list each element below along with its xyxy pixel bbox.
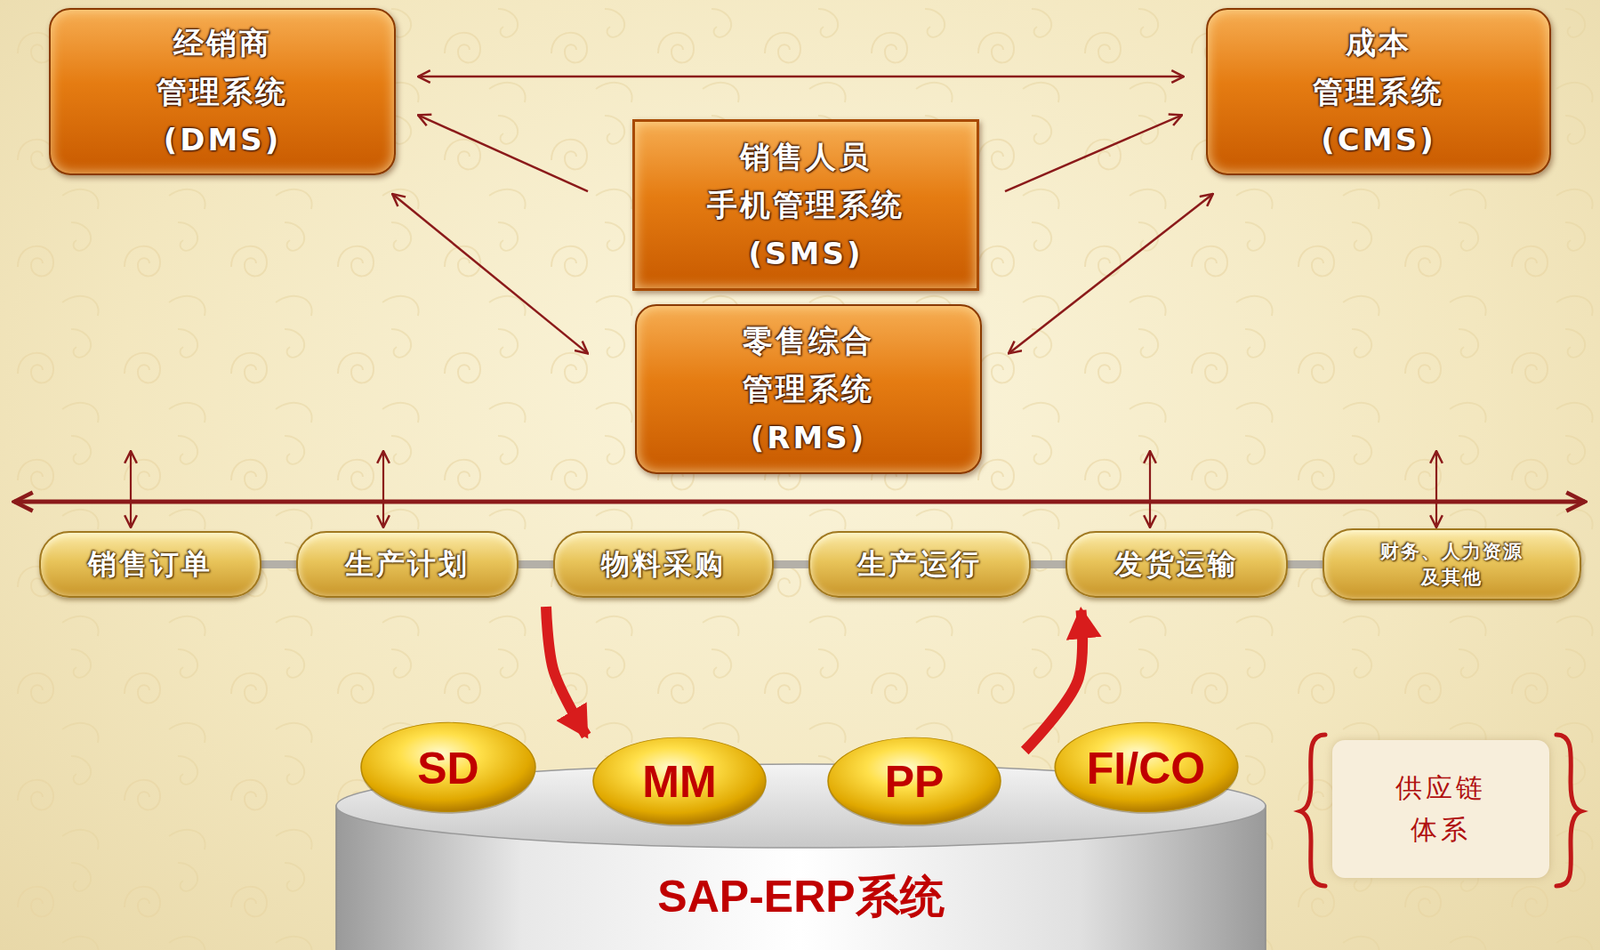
process-link bbox=[259, 560, 298, 569]
system-box: 销售人员 手机管理系统 (SMS) bbox=[632, 119, 980, 291]
process-pill: 生产计划 bbox=[296, 530, 519, 598]
node-label: 生产计划 bbox=[345, 545, 470, 585]
right-brace bbox=[1556, 734, 1582, 886]
node-label: FI/CO bbox=[1086, 742, 1206, 795]
system-link bbox=[392, 193, 588, 354]
node-label: 财务、人力资源 及其他 bbox=[1363, 538, 1542, 590]
process-bus-line bbox=[14, 499, 1585, 505]
process-pill: 生产运行 bbox=[808, 530, 1031, 598]
flow-arrow bbox=[1024, 610, 1083, 751]
process-link bbox=[1029, 560, 1068, 569]
process-pill: 财务、人力资源 及其他 bbox=[1322, 528, 1582, 601]
process-pill: 销售订单 bbox=[39, 530, 262, 598]
process-pill: 物料采购 bbox=[553, 530, 774, 598]
node-label: SAP-ERP系统 bbox=[657, 867, 944, 927]
process-link bbox=[1286, 560, 1325, 569]
process-link bbox=[516, 560, 555, 569]
system-box: 经销商 管理系统 (DMS) bbox=[48, 8, 396, 176]
node-label: PP bbox=[884, 755, 945, 808]
node-label: 发货运输 bbox=[1114, 545, 1239, 585]
system-link bbox=[1008, 193, 1214, 354]
node-label: MM bbox=[642, 755, 716, 808]
process-link bbox=[771, 560, 811, 569]
oval-body bbox=[361, 722, 536, 812]
bus-tap-arrow bbox=[129, 450, 132, 528]
node-label: 物料采购 bbox=[601, 545, 726, 585]
oval-body bbox=[1054, 722, 1238, 812]
system-link bbox=[418, 114, 588, 192]
bus-tap-arrow bbox=[1435, 450, 1438, 528]
module-oval: MM bbox=[589, 734, 770, 829]
node-label: 销售订单 bbox=[88, 545, 213, 585]
system-link bbox=[418, 75, 1184, 79]
erp-platform: SAP-ERP系统 SD MM PP FI/CO bbox=[334, 719, 1268, 950]
node-label: 销售人员 手机管理系统 (SMS) bbox=[697, 132, 916, 278]
curly-braces bbox=[1300, 734, 1582, 886]
oval-body bbox=[828, 737, 1001, 825]
node-label: 经销商 管理系统 (DMS) bbox=[149, 18, 297, 164]
system-link bbox=[1005, 114, 1182, 192]
left-brace bbox=[1300, 734, 1326, 886]
node-label: 供应链 体系 bbox=[1382, 767, 1499, 851]
bus-tap-arrow bbox=[1149, 450, 1151, 528]
flow-arrow bbox=[546, 606, 587, 736]
system-box: 零售综合 管理系统 (RMS) bbox=[635, 304, 982, 475]
node-label: 零售综合 管理系统 (RMS) bbox=[732, 316, 885, 462]
note-box: 供应链 体系 bbox=[1332, 739, 1550, 878]
system-box: 成本 管理系统 (CMS) bbox=[1206, 8, 1552, 176]
process-pill: 发货运输 bbox=[1065, 530, 1288, 598]
node-label: SD bbox=[417, 742, 479, 795]
module-oval: FI/CO bbox=[1051, 719, 1242, 817]
bus-tap-arrow bbox=[382, 450, 385, 528]
module-oval: SD bbox=[357, 719, 539, 817]
node-label: 成本 管理系统 (CMS) bbox=[1305, 18, 1453, 164]
node-label: 生产运行 bbox=[857, 545, 982, 585]
oval-body bbox=[593, 737, 766, 825]
module-oval: PP bbox=[824, 734, 1005, 829]
